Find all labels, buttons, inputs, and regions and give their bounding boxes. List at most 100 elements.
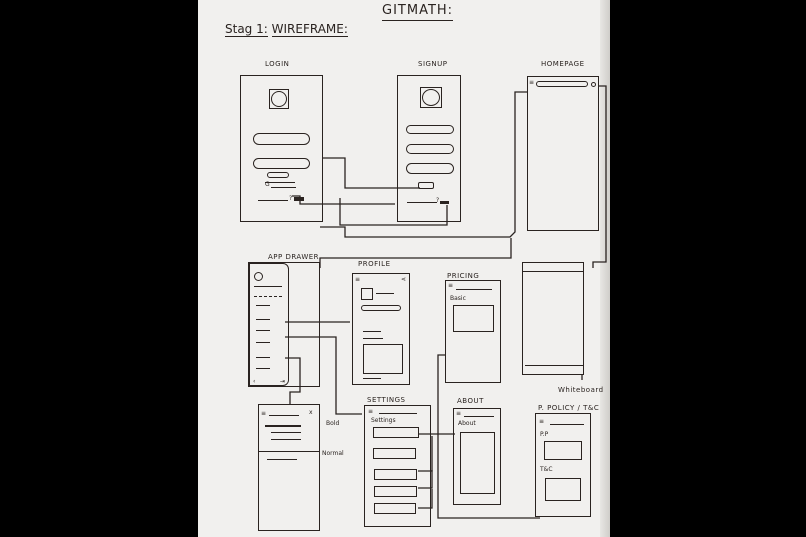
about-menu-icon[interactable]: ≡: [456, 410, 462, 417]
drawer-item-pricing[interactable]: [256, 368, 270, 369]
pricing-basic-card[interactable]: [453, 305, 494, 332]
google-login-icon[interactable]: G: [265, 181, 270, 188]
drawer-item-profile[interactable]: [256, 319, 270, 320]
notifications-close-icon[interactable]: x: [309, 409, 313, 416]
profile-share-icon[interactable]: ⋖: [401, 276, 407, 283]
profile-label: PROFILE: [358, 260, 391, 268]
profile-edit-button[interactable]: [361, 305, 401, 311]
profile-name: [376, 293, 394, 294]
notification-bold-item[interactable]: [265, 425, 301, 427]
pricing-label: PRICING: [447, 272, 480, 280]
policy-label: P. POLICY / T&C: [538, 404, 600, 412]
notification-line-2: [271, 432, 301, 433]
drawer-back-icon[interactable]: ‹: [253, 378, 256, 385]
policy-section-tc: T&C: [540, 466, 553, 473]
stage-heading: Stag 1: WIREFRAME:: [225, 22, 348, 37]
about-label: ABOUT: [457, 397, 484, 405]
drawer-logout-icon[interactable]: ⇥: [280, 378, 286, 385]
annotation-bold: Bold: [326, 420, 340, 427]
policy-tc-box: [545, 478, 581, 501]
about-screen: ≡ About: [453, 408, 501, 505]
page-title: GITMATH:: [382, 3, 454, 21]
signup-field-1[interactable]: [406, 125, 454, 134]
profile-content-card: [363, 344, 403, 374]
notifications-menu-icon[interactable]: ≡: [261, 410, 267, 417]
signup-label: SIGNUP: [418, 60, 448, 68]
drawer-item-about[interactable]: [256, 342, 270, 343]
paper-edge: [600, 0, 610, 537]
settings-option-4[interactable]: [374, 486, 417, 497]
drawer-item-privacy[interactable]: [256, 357, 270, 358]
settings-menu-icon[interactable]: ≡: [368, 408, 374, 415]
login-signup-link[interactable]: [294, 197, 304, 201]
profile-menu-icon[interactable]: ≡: [355, 276, 361, 283]
stage-suffix: WIREFRAME:: [271, 22, 348, 37]
login-signup-prompt: [258, 200, 288, 201]
signup-question-mark: ?: [436, 197, 440, 204]
annotation-normal: Normal: [322, 450, 344, 457]
policy-header-line: [550, 424, 584, 425]
about-header-line: [464, 416, 494, 417]
pricing-menu-icon[interactable]: ≡: [448, 282, 454, 289]
login-submit-button[interactable]: [267, 172, 289, 178]
policy-menu-icon[interactable]: ≡: [539, 418, 545, 425]
profile-detail: [363, 338, 383, 339]
notification-normal-item[interactable]: [267, 459, 297, 460]
signup-field-2[interactable]: [406, 144, 454, 154]
signup-login-prompt: [407, 202, 437, 203]
homepage-profile-icon[interactable]: [591, 82, 596, 87]
profile-photo: [361, 288, 373, 300]
profile-screen: ≡ ⋖: [352, 273, 410, 385]
notifications-divider: [259, 451, 319, 452]
about-section-title: About: [458, 420, 476, 427]
notification-line-3: [271, 439, 301, 440]
login-username-field[interactable]: [253, 133, 310, 145]
drawer-avatar-icon: [254, 272, 263, 281]
whiteboard-toolbar-bottom: [525, 365, 583, 366]
settings-option-5[interactable]: [374, 503, 416, 514]
login-label: LOGIN: [265, 60, 290, 68]
drawer-item-settings[interactable]: [256, 330, 270, 331]
pricing-screen: ≡ Basic: [445, 280, 501, 383]
login-avatar-icon: [269, 89, 289, 109]
stage-label: Stag 1:: [225, 22, 268, 37]
policy-pp-box: [544, 441, 582, 460]
homepage-screen: ≡: [527, 76, 599, 231]
settings-header-line: [379, 413, 417, 414]
app-drawer-label: APP DRAWER: [268, 253, 320, 261]
policy-screen: ≡ P.P T&C: [535, 413, 591, 517]
whiteboard-screen: [522, 262, 584, 375]
notifications-header-line: [269, 415, 299, 416]
signup-login-link[interactable]: [440, 201, 449, 204]
whiteboard-label: Whiteboard: [558, 386, 604, 394]
pricing-section-basic: Basic: [450, 295, 466, 302]
drawer-divider: [254, 296, 282, 297]
signup-submit-button[interactable]: [418, 182, 434, 189]
signup-screen: ?: [397, 75, 461, 222]
drawer-panel: ‹ ⇥: [249, 263, 289, 386]
drawer-username: [254, 286, 282, 287]
drawer-item-home[interactable]: [256, 305, 270, 306]
profile-footer-text: [363, 378, 381, 379]
notifications-screen: ≡ x: [258, 404, 320, 531]
pricing-header-line: [456, 289, 492, 290]
whiteboard-toolbar-top: [523, 271, 583, 272]
signup-field-3[interactable]: [406, 163, 454, 174]
settings-option-3[interactable]: [374, 469, 417, 480]
policy-section-pp: P.P: [540, 431, 549, 438]
login-password-field[interactable]: [253, 158, 310, 169]
settings-option-2[interactable]: [373, 448, 416, 459]
google-login-text: [271, 187, 296, 188]
settings-section-title: Settings: [371, 417, 396, 424]
settings-screen: ≡ Settings: [364, 405, 431, 527]
login-question-mark: ?: [289, 195, 293, 202]
login-divider: [265, 182, 295, 183]
profile-location: [363, 331, 381, 332]
app-drawer-screen: ‹ ⇥: [248, 262, 320, 387]
about-content-box: [460, 432, 495, 494]
homepage-label: HOMEPAGE: [541, 60, 585, 68]
signup-avatar-icon: [420, 87, 442, 108]
settings-option-1[interactable]: [373, 427, 419, 438]
homepage-search-bar[interactable]: [536, 81, 588, 87]
homepage-menu-icon[interactable]: ≡: [529, 79, 535, 86]
